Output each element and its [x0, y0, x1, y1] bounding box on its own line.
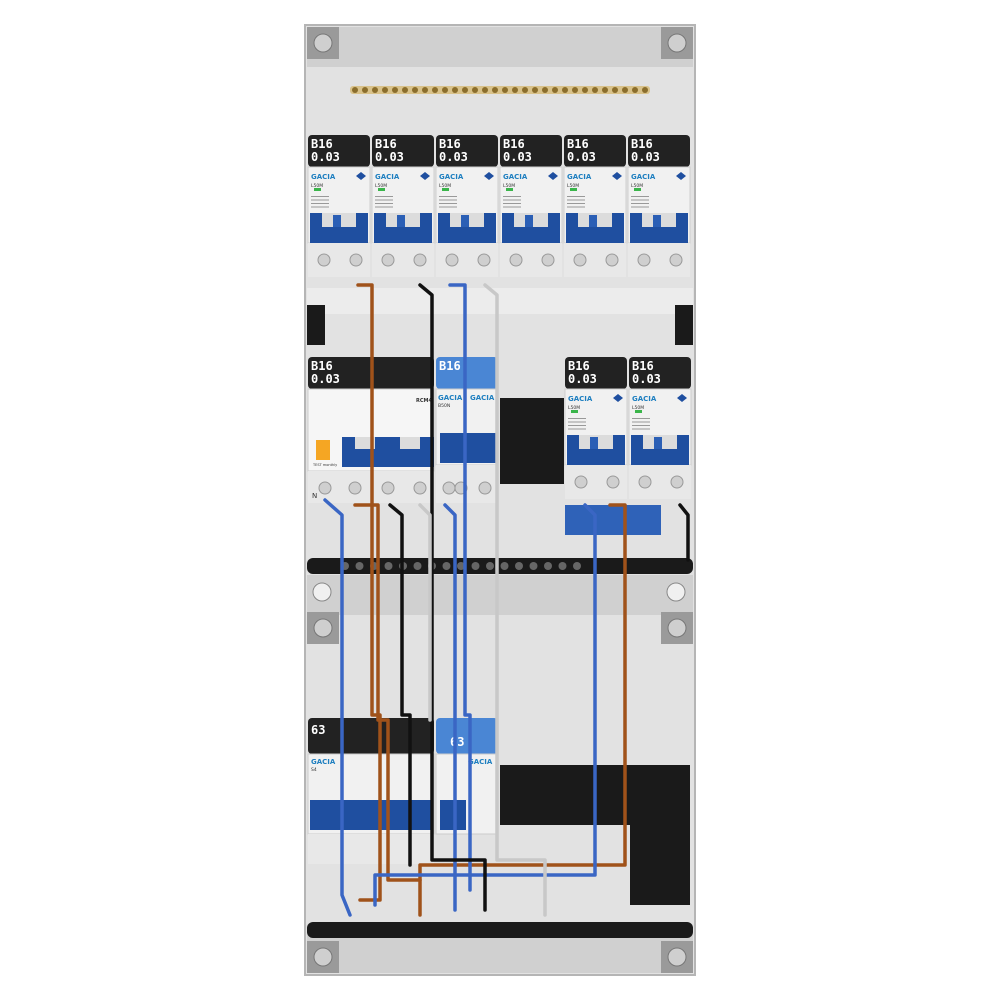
bracket-left-top	[307, 305, 325, 345]
sensitivity-label: 0.03	[631, 150, 660, 164]
wire-blue-4	[373, 503, 597, 907]
test-label: TEST monthly	[312, 463, 337, 467]
brand-label: GACIA	[439, 173, 464, 181]
bottom-band	[307, 935, 693, 973]
terminal-bar-lower	[307, 922, 693, 938]
rating-label: B16	[311, 359, 333, 373]
rating-label: B16	[503, 137, 525, 151]
wire-brown-2	[353, 503, 422, 882]
rating-label: B16	[375, 137, 397, 151]
brand-label: GACIA	[311, 173, 336, 181]
wire-black-1	[418, 283, 487, 912]
rating-label: B16	[311, 137, 333, 151]
sensitivity-label: 0.03	[568, 372, 597, 386]
sensitivity-label: 0.03	[632, 372, 661, 386]
model-label: L50M	[375, 183, 387, 189]
wire-grey-1	[483, 283, 547, 917]
wire-blue-1	[323, 498, 352, 917]
middle-band	[307, 575, 693, 615]
model-label: L50M	[311, 183, 323, 189]
bracket-right-top	[675, 305, 693, 345]
terminal-bar-upper	[307, 558, 693, 574]
wire-brown-3	[418, 503, 627, 917]
model-label: B50N	[438, 403, 450, 409]
model-label: S4	[311, 767, 317, 773]
model-label: L50M	[632, 405, 644, 411]
neutral-mark: N	[312, 492, 317, 500]
rating-label: B16	[568, 359, 590, 373]
brand-label: GACIA	[631, 173, 656, 181]
busbar	[350, 86, 650, 94]
brand-label: GACIA	[567, 173, 592, 181]
corner-screws	[307, 27, 693, 973]
brand-label: GACIA	[503, 173, 528, 181]
wire-grey-2	[418, 503, 432, 722]
rating-label: B16	[632, 359, 654, 373]
model-label: L50M	[439, 183, 451, 189]
sensitivity-label: 0.03	[503, 150, 532, 164]
rating-label: 63	[450, 735, 464, 749]
sensitivity-label: 0.03	[311, 150, 340, 164]
rating-label: B16	[439, 359, 461, 373]
model-label: L50M	[567, 183, 579, 189]
brand-label-2: GACIA	[470, 394, 495, 402]
wire-black-2	[388, 503, 412, 867]
rating-label: 63	[311, 723, 325, 737]
brand-label: GACIA	[568, 395, 593, 403]
wire-blue-3	[443, 503, 457, 912]
brand-label: GACIA	[311, 758, 336, 766]
bracket-right	[630, 825, 690, 905]
rating-label: B16	[631, 137, 653, 151]
top-band	[307, 27, 693, 67]
neutral-block	[565, 505, 661, 535]
wire-blue-2	[448, 283, 472, 892]
model-label: L50M	[568, 405, 580, 411]
sensitivity-label: 0.03	[567, 150, 596, 164]
sensitivity-label: 0.03	[375, 150, 404, 164]
sensitivity-label: 0.03	[311, 372, 340, 386]
model-label: L50M	[631, 183, 643, 189]
rating-label: B16	[567, 137, 589, 151]
brand-label: GACIA	[468, 758, 493, 766]
brand-label: GACIA	[438, 394, 463, 402]
brand-label: GACIA	[375, 173, 400, 181]
rcd-series-label: RCM4	[416, 398, 432, 404]
top-breaker-row: B160.03GACIAL50MB160.03GACIAL50MB160.03G…	[307, 135, 691, 277]
model-label: L50M	[503, 183, 515, 189]
wiring	[323, 283, 690, 917]
rating-label: B16	[439, 137, 461, 151]
din-rail-top	[307, 288, 693, 314]
brand-label: GACIA	[632, 395, 657, 403]
wire-black-3	[678, 503, 690, 562]
sensitivity-label: 0.03	[439, 150, 468, 164]
din-rail-middle-black	[500, 398, 564, 484]
